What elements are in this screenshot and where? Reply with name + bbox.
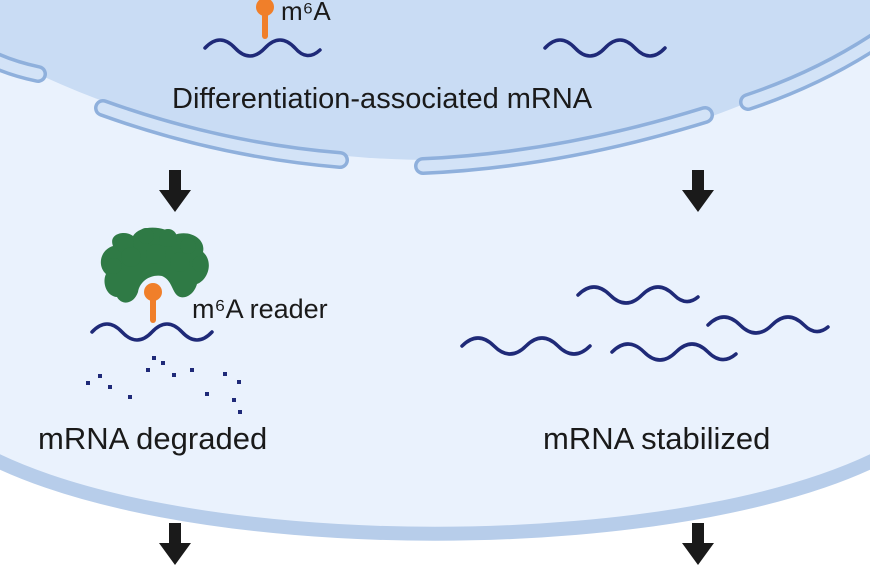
mrna-stable-3 (706, 315, 830, 335)
m6a-marker-icon-reader (144, 283, 162, 323)
arrow-down-icon-left (159, 170, 191, 212)
mrna-top-right (543, 38, 667, 58)
label-stabilized: mRNA stabilized (543, 421, 770, 456)
nuclear-envelope (0, 33, 870, 175)
m6a-reader-protein-icon (100, 227, 209, 303)
arrow-down-icon-right (682, 170, 714, 212)
label-reader: m⁶A reader (192, 294, 328, 324)
label-degraded: mRNA degraded (38, 421, 267, 456)
mrna-fragments (86, 356, 242, 414)
mrna-stable-4 (610, 342, 738, 362)
mrna-top-left (203, 38, 322, 58)
arrow-down-icon-bottom-right (682, 523, 714, 565)
label-m6a-top: m⁶A (281, 0, 331, 26)
label-diff-mrna: Differentiation-associated mRNA (172, 83, 593, 115)
mrna-stable-2 (460, 336, 592, 356)
mrna-stable-1 (576, 285, 700, 305)
mrna-reader-bound (90, 322, 214, 342)
m6a-marker-icon-top (256, 0, 274, 39)
arrow-down-icon-bottom-left (159, 523, 191, 565)
